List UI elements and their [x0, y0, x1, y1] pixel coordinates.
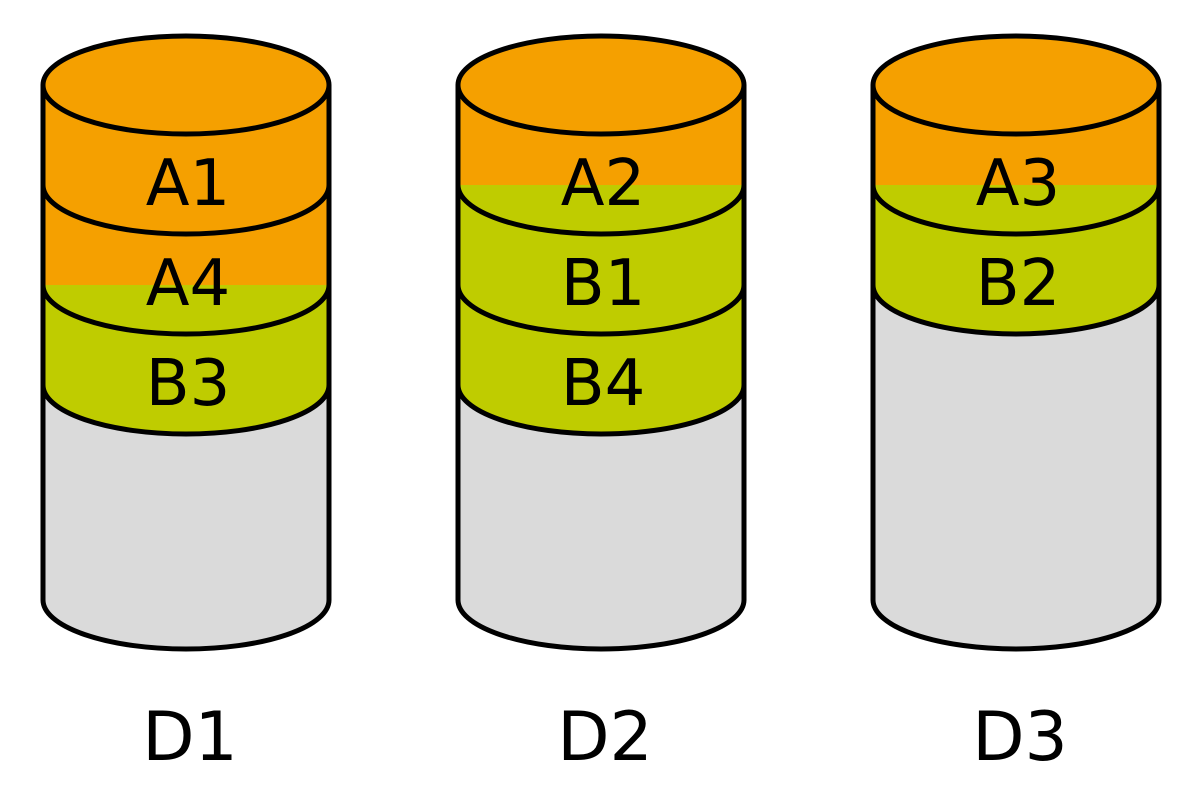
block-label: B3: [146, 347, 231, 421]
block-separator: [870, 284, 1162, 337]
block-b4-fill: [458, 285, 744, 434]
disk-outline: [455, 85, 747, 652]
block-separator: [870, 184, 1162, 237]
disk-top-cap: [455, 33, 747, 137]
block-separator: [455, 384, 747, 437]
disk-top-cap: [40, 33, 332, 137]
block-b3-fill: [43, 285, 329, 434]
block-separator: [455, 184, 747, 237]
disk-label: D2: [557, 698, 653, 777]
disk-label: D1: [142, 698, 238, 777]
block-b2-fill: [873, 185, 1159, 334]
disk-top-cap: [870, 33, 1162, 137]
block-label: A3: [976, 147, 1061, 221]
block-label: B2: [976, 247, 1061, 321]
block-separator: [40, 284, 332, 337]
block-label: B4: [561, 347, 646, 421]
disk-outline: [870, 85, 1162, 652]
block-label: A1: [146, 147, 231, 221]
block-separator: [455, 284, 747, 337]
disk-label: D3: [972, 698, 1068, 777]
block-label: B1: [561, 247, 646, 321]
block-label: A2: [561, 147, 646, 221]
block-separator: [40, 384, 332, 437]
disk-outline: [40, 85, 332, 652]
block-separator: [40, 184, 332, 237]
block-label: A4: [146, 247, 231, 321]
